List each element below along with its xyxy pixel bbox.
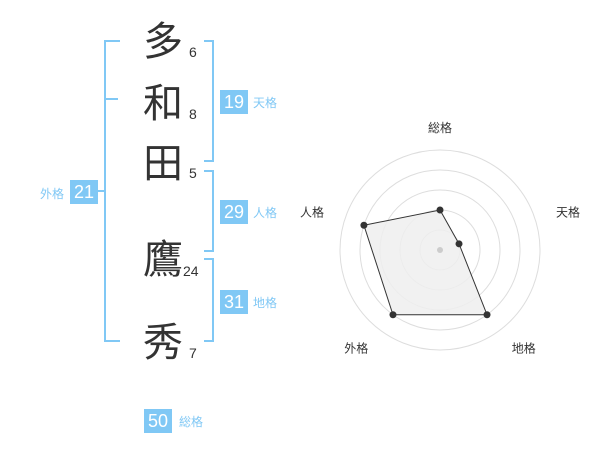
name-char-3: 田 [143, 141, 183, 187]
gaikaku-label: 外格 [40, 187, 65, 201]
name-char-4-strokes: 24 [183, 263, 199, 279]
tenkaku-bracket [204, 40, 214, 162]
chikaku-bracket [204, 258, 214, 342]
chikaku-label: 地格 [253, 296, 278, 310]
name-char-2-strokes: 8 [189, 106, 197, 122]
name-char-3-strokes: 5 [189, 165, 197, 181]
radar-axis-label-1: 総格 [428, 120, 452, 135]
radar-point-3 [483, 311, 491, 319]
radar-axis-label-3: 地格 [512, 341, 536, 356]
radar-point-2 [455, 240, 463, 248]
radar-area [363, 209, 488, 316]
name-char-5: 秀 [143, 320, 183, 366]
radar-center-dot [437, 247, 443, 253]
tenkaku-badge: 19 [220, 90, 248, 114]
soukaku-badge: 50 [144, 409, 172, 433]
name-char-2: 和 [143, 81, 183, 127]
radar-axis-label-5: 人格 [300, 204, 324, 219]
radar-point-5 [360, 221, 368, 229]
gaikaku-badge: 21 [70, 180, 98, 204]
outer-left-bracket [104, 40, 120, 342]
chikaku-badge: 31 [220, 290, 248, 314]
outer-left-bracket-mid-tick [106, 98, 118, 100]
jinkaku-bracket [204, 170, 214, 252]
name-char-4: 鷹 [143, 237, 183, 283]
name-char-5-strokes: 7 [189, 345, 197, 361]
soukaku-label: 総格 [179, 415, 204, 429]
radar-axis-label-2: 天格 [556, 204, 580, 219]
radar-grid-ring [339, 149, 541, 351]
radar-point-4 [389, 311, 397, 319]
jinkaku-badge: 29 [220, 200, 248, 224]
jinkaku-label: 人格 [253, 206, 278, 220]
outer-left-bracket-center-tick [97, 190, 104, 192]
radar-point-1 [436, 206, 444, 214]
tenkaku-label: 天格 [253, 96, 278, 110]
name-char-1: 多 [143, 19, 183, 65]
name-char-1-strokes: 6 [189, 44, 197, 60]
radar-grid-ring [359, 169, 521, 331]
radar-axis-label-4: 外格 [344, 341, 368, 356]
